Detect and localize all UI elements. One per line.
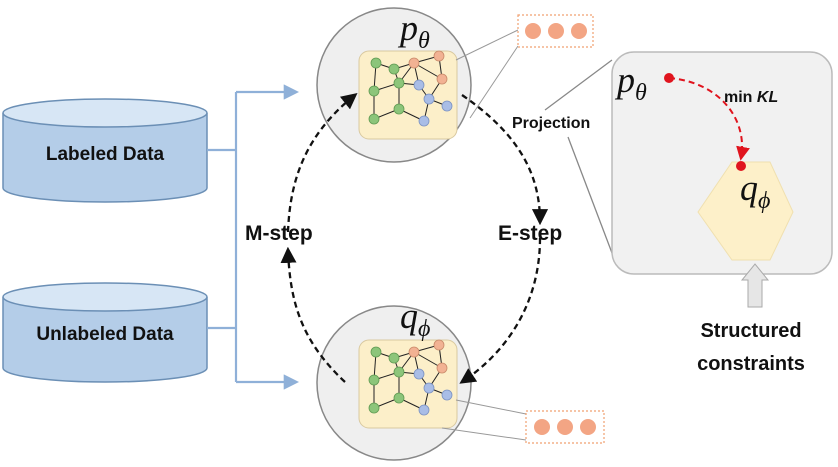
constraints-label-line1: Structured (700, 320, 801, 342)
em-cycle-arrows (280, 92, 549, 384)
e-step-arrow (461, 94, 549, 226)
min-kl-label: min KL (724, 89, 778, 106)
p-theta-graph (358, 50, 458, 140)
unlabeled-data-label: Unlabeled Data (36, 324, 174, 345)
labeled-data-cylinder: Labeled Data (2, 98, 208, 203)
q-phi-point (736, 161, 746, 171)
m-step-arrow (280, 246, 346, 383)
e-step-arrow-lower (459, 237, 542, 384)
m-step-arrow-upper (286, 92, 358, 233)
e-step-label: E-step (498, 222, 562, 245)
constraint-hexagon (697, 161, 794, 261)
q-phi-symbol: qϕ (400, 296, 430, 342)
projection-panel: pθ min KL qϕ (611, 51, 833, 275)
m-step-label: M-step (245, 222, 313, 245)
kl-projection-arrow (668, 77, 750, 161)
panel-p-theta-symbol: pθ (614, 60, 647, 106)
data-flow-connectors (207, 84, 300, 390)
top-ellipsis-nodes (455, 14, 594, 119)
constraints-label-line2: constraints (697, 353, 805, 375)
p-theta-symbol: pθ (397, 8, 430, 54)
labeled-data-label: Labeled Data (46, 144, 165, 165)
q-phi-model: qϕ (316, 296, 472, 461)
q-phi-graph (358, 339, 458, 429)
panel-q-phi-symbol: qϕ (740, 168, 770, 214)
projection-callout-lines (544, 59, 613, 254)
bottom-ellipsis-nodes (441, 399, 605, 444)
unlabeled-data-cylinder: Unlabeled Data (2, 282, 208, 383)
projection-label: Projection (512, 115, 590, 132)
p-theta-model: pθ (316, 7, 472, 163)
p-theta-point (664, 73, 674, 83)
constraints-input-arrow (740, 263, 770, 308)
